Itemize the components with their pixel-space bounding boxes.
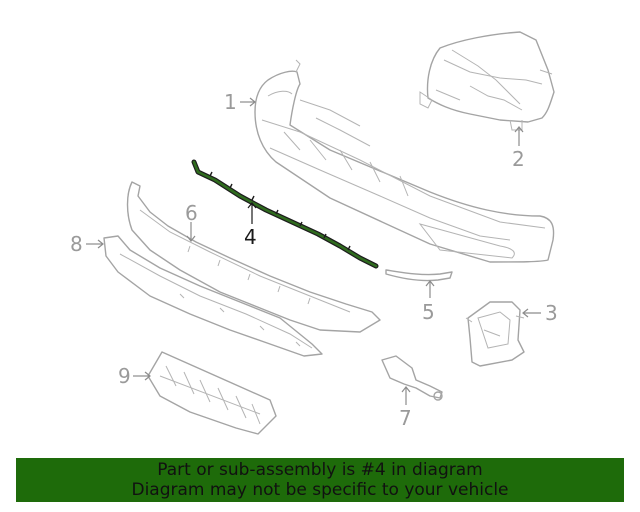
leader-7-arrowhead <box>401 386 411 393</box>
leader-9-arrowhead <box>144 371 151 381</box>
part-7-sensor[interactable] <box>381 355 443 401</box>
callout-9[interactable]: 9 <box>118 364 131 388</box>
leader-8-arrowhead <box>97 239 104 249</box>
callout-2[interactable]: 2 <box>512 147 525 171</box>
part-2-lamp-housing[interactable] <box>419 31 555 131</box>
notice-line-disclaimer: Diagram may not be specific to your vehi… <box>131 480 509 500</box>
callout-1[interactable]: 1 <box>224 90 237 114</box>
callout-5[interactable]: 5 <box>422 300 435 324</box>
callout-6[interactable]: 6 <box>185 201 198 225</box>
callout-4[interactable]: 4 <box>244 225 257 249</box>
leader-4-arrowhead <box>247 202 257 209</box>
part-5-trim-clip[interactable] <box>385 269 453 282</box>
notice-line-part-number: Part or sub-assembly is #4 in diagram <box>157 460 483 480</box>
part-9-skid-plate[interactable] <box>147 351 277 435</box>
part-8-lower-valance[interactable] <box>103 235 323 357</box>
leader-5-arrowhead <box>425 280 435 287</box>
callout-3[interactable]: 3 <box>545 301 558 325</box>
part-4-molding-strip[interactable] <box>191 159 379 269</box>
callout-8[interactable]: 8 <box>70 232 83 256</box>
callout-7[interactable]: 7 <box>399 406 412 430</box>
leader-2-arrowhead <box>514 126 524 133</box>
leader-6-arrowhead <box>186 235 196 242</box>
notice-banner: Part or sub-assembly is #4 in diagram Di… <box>16 458 624 502</box>
leader-3-arrowhead <box>522 308 529 318</box>
leader-1-arrowhead <box>249 97 256 107</box>
part-1-bumper-cover[interactable] <box>254 59 555 263</box>
part-3-bracket[interactable] <box>465 301 525 367</box>
